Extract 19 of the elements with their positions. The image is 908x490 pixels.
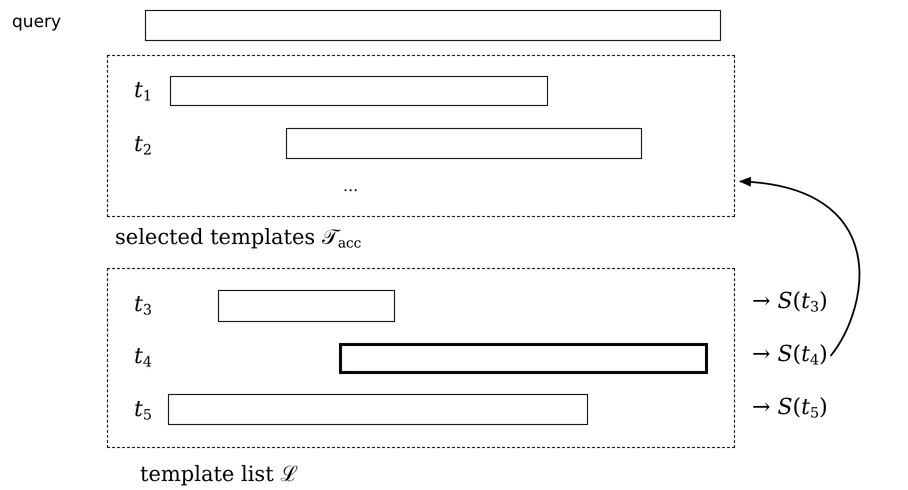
template-bar <box>218 290 395 322</box>
template-label: t$_{3}$ <box>134 294 152 318</box>
template-bar <box>339 343 708 374</box>
score-label: → S(t$_{5}$) <box>752 397 828 421</box>
template-label: t$_{1}$ <box>134 80 152 104</box>
ellipsis-label: ... <box>343 178 358 194</box>
group-caption: selected templates 𝒯$_{acc}$ <box>115 227 362 252</box>
template-label: t$_{4}$ <box>134 346 152 370</box>
group-caption: template list ℒ <box>140 464 298 485</box>
row-label: query <box>12 14 62 31</box>
template-bar <box>168 394 588 425</box>
template-label: t$_{2}$ <box>134 134 152 158</box>
score-label: → S(t$_{4}$) <box>752 344 828 368</box>
template-label: t$_{5}$ <box>134 399 152 423</box>
query-bar <box>145 10 721 41</box>
template-bar <box>286 128 642 159</box>
curved-arrow <box>739 178 860 356</box>
score-label: → S(t$_{3}$) <box>752 291 828 315</box>
template-bar <box>170 76 548 106</box>
